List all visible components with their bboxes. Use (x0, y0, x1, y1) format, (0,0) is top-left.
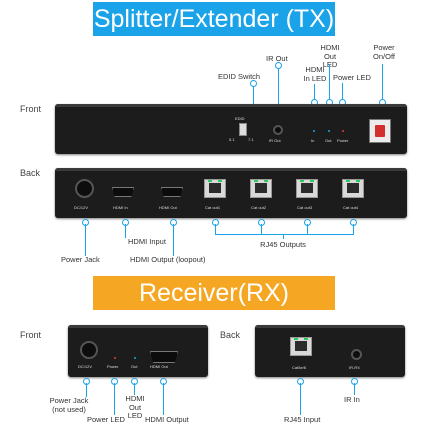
ir-out-jack[interactable] (273, 125, 283, 135)
leader-ir-out (278, 64, 279, 126)
leader-rx-rj45 (300, 383, 301, 415)
rx-cat-print: Cat5e/6 (292, 365, 307, 370)
tx-back-label: Back (20, 168, 41, 178)
leader-hdmi-in-led (314, 84, 315, 102)
power-switch-rocker (375, 125, 385, 137)
callout-power-onoff: Power On/Off (373, 43, 395, 61)
rx-hdmi-out-port[interactable] (150, 351, 178, 363)
callout-rx-hdmi-out-led: HDMI Out LED (125, 394, 145, 420)
leader-hdmi-output (173, 224, 174, 256)
hdmi-in-print: HDMI In (113, 205, 128, 210)
leader-power-led (342, 83, 343, 102)
leader-rj45 (261, 224, 262, 234)
leader-hdmi-out-led (329, 64, 330, 102)
rj45-out1-port[interactable] (204, 179, 226, 198)
tx-title: Splitter/Extender (TX) (93, 4, 335, 33)
rx-back-label: Back (220, 330, 241, 340)
hdmi-in-port[interactable] (112, 187, 134, 197)
dc-print: DC/12V (74, 205, 89, 210)
hdmi-out-port[interactable] (161, 187, 183, 197)
rx-power-led (114, 357, 116, 359)
rx-hdmi-out-print: HDMI Out (150, 364, 168, 369)
rj45-out3-port[interactable] (296, 179, 318, 198)
rx-power-print: Power (107, 364, 119, 369)
rx-title: Receiver(RX) (138, 278, 290, 307)
callout-rx-ir-in: IR In (344, 395, 360, 404)
leader-rj45-bracket (215, 234, 354, 235)
power-switch[interactable] (369, 119, 391, 143)
callout-rj45-outputs: RJ45 Outputs (260, 240, 306, 249)
leader-rj45-stem (283, 234, 284, 239)
callout-hdmi-in-led: HDMI In LED (303, 65, 327, 83)
leader-rx-hdmi-out-led (134, 383, 135, 395)
power-led (342, 130, 344, 132)
hdmi-out-print: HDMI Out (159, 205, 177, 210)
callout-ir-out: IR Out (266, 54, 288, 63)
rx-out-print: Out (131, 364, 138, 369)
leader-rj45 (307, 224, 308, 234)
leader-power-onoff (382, 64, 383, 102)
edid-switch[interactable] (239, 123, 247, 136)
callout-rx-hdmi-output: HDMI Output (145, 415, 189, 424)
edid-print: EDID (235, 116, 245, 121)
tx-back-panel: DC/12V HDMI In HDMI Out Cat out1 Cat out… (55, 168, 407, 218)
callout-rx-power-led: Power LED (87, 415, 125, 424)
leader-rx-ir-in (354, 383, 355, 395)
callout-hdmi-output-loopout: HDMI Output (loopout) (130, 255, 206, 264)
tx-front-label: Front (20, 104, 42, 114)
rx-front-label: Front (20, 330, 42, 340)
ir-out-print: IR Out (269, 138, 281, 143)
dc-power-jack[interactable] (75, 179, 94, 198)
callout-edid-switch: EDID Switch (218, 72, 261, 81)
leader-rx-power-led (114, 383, 115, 415)
rx-dc-print: DC/12V (78, 364, 93, 369)
rx-ir-in-jack[interactable] (351, 349, 362, 360)
cat-out3-print: Cat out3 (297, 205, 313, 210)
edid-ch-print: 5.1 (229, 137, 235, 142)
rx-dc-power-jack[interactable] (80, 341, 98, 359)
in-print: In (311, 138, 315, 143)
callout-hdmi-input: HDMI Input (128, 237, 166, 246)
callout-hdmi-out-led: HDMI Out LED (320, 43, 340, 69)
rx-hdmi-out-led (134, 357, 136, 359)
out-print: Out (325, 138, 332, 143)
tx-front-panel: EDID 5.1 7.1 IR Out In Out Power (55, 104, 407, 154)
callout-dot (275, 62, 282, 69)
tx-title-banner: Splitter/Extender (TX) (93, 2, 335, 36)
cat-out4-print: Cat out4 (343, 205, 359, 210)
leader-power-jack (85, 224, 86, 256)
cat-out2-print: Cat out2 (251, 205, 267, 210)
hdmi-out-led (328, 130, 330, 132)
leader-rx-power-jack (86, 383, 87, 397)
callout-power-led: Power LED (333, 73, 371, 82)
cat-out1-print: Cat out1 (205, 205, 221, 210)
rj45-out2-port[interactable] (250, 179, 272, 198)
rx-rj45-input-port[interactable] (290, 337, 312, 356)
callout-rx-rj45-input: RJ45 Input (284, 415, 321, 424)
callout-rx-power-jack: Power Jack (not used) (49, 396, 89, 414)
leader-hdmi-input (125, 224, 126, 238)
callout-dot (250, 80, 257, 87)
leader-rj45 (215, 224, 216, 234)
rx-back-panel: Cat5e/6 IR-RX (255, 325, 405, 377)
rj45-out4-port[interactable] (342, 179, 364, 198)
leader-rx-hdmi-output (163, 383, 164, 415)
edid-ch2-print: 7.1 (248, 137, 254, 142)
power-print: Power (337, 138, 349, 143)
rx-front-panel: DC/12V Power Out HDMI Out (68, 325, 208, 377)
rx-title-banner: Receiver(RX) (93, 276, 335, 310)
hdmi-in-led (313, 130, 315, 132)
rx-ir-print: IR-RX (349, 365, 360, 370)
callout-power-jack: Power Jack (61, 255, 100, 264)
leader-rj45 (353, 224, 354, 234)
